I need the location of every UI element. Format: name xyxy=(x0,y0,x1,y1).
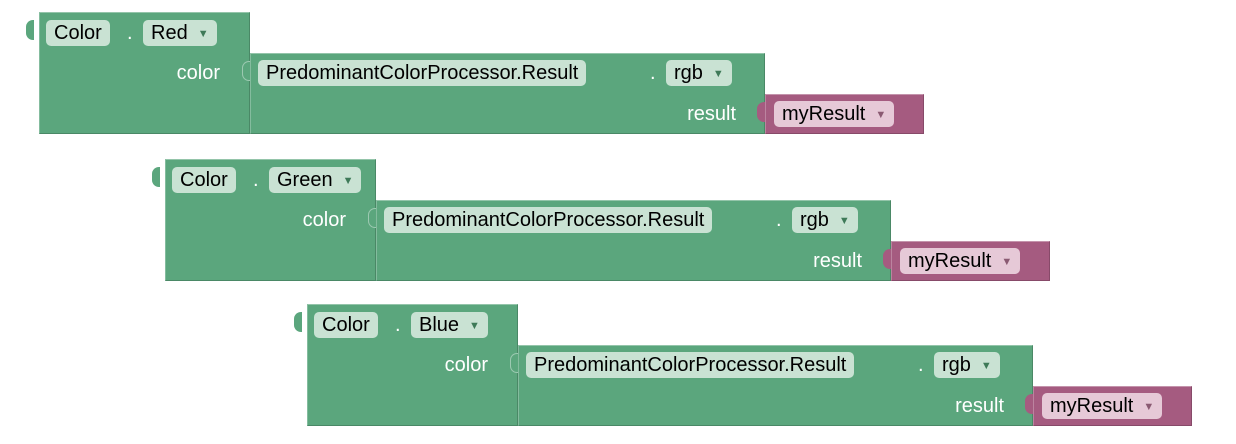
getter-separator: . xyxy=(918,354,924,376)
getter-property-label: rgb xyxy=(942,354,971,376)
getter-component-label: PredominantColorProcessor.Result xyxy=(534,354,847,376)
getter-property-dropdown[interactable]: rgb ▼ xyxy=(792,207,858,233)
getter-component-dropdown[interactable]: PredominantColorProcessor.Result xyxy=(384,207,713,233)
value-input-connector xyxy=(242,61,250,81)
variable-label: myResult xyxy=(1050,395,1134,417)
previous-connector xyxy=(152,167,160,187)
variable-label: myResult xyxy=(782,103,866,125)
color-green-setter-block[interactable]: Color . Green ▼ color PredominantColorPro… xyxy=(152,159,1072,284)
property-dropdown[interactable]: Green ▼ xyxy=(269,167,362,193)
property-separator: . xyxy=(253,169,259,191)
value-input-connector xyxy=(368,208,376,228)
chevron-down-icon: ▼ xyxy=(875,109,887,121)
component-label: Color xyxy=(54,22,102,44)
property-separator: . xyxy=(395,314,401,336)
property-label: Green xyxy=(277,169,333,191)
getter-property-label: rgb xyxy=(674,62,703,84)
chevron-down-icon: ▼ xyxy=(469,320,480,332)
component-dropdown[interactable]: Color xyxy=(172,167,236,193)
variable-dropdown[interactable]: myResult ▼ xyxy=(900,248,1021,274)
chevron-down-icon: ▼ xyxy=(1001,256,1013,268)
color-blue-setter-block[interactable]: Color . Blue ▼ color PredominantColorProc… xyxy=(294,304,1214,429)
input-label-color: color xyxy=(176,62,220,84)
getter-component-dropdown[interactable]: PredominantColorProcessor.Result xyxy=(526,352,855,378)
param-label-result: result xyxy=(813,250,862,272)
previous-connector xyxy=(294,312,302,332)
property-label: Blue xyxy=(419,314,460,336)
getter-property-dropdown[interactable]: rgb ▼ xyxy=(666,60,732,86)
param-label-result: result xyxy=(955,395,1004,417)
previous-connector xyxy=(26,20,34,40)
value-input-connector xyxy=(510,353,518,373)
chevron-down-icon: ▼ xyxy=(980,360,992,372)
variable-input-connector xyxy=(757,102,765,122)
component-dropdown[interactable]: Color xyxy=(314,312,378,338)
chevron-down-icon: ▼ xyxy=(712,68,724,80)
variable-input-connector xyxy=(883,249,891,269)
getter-separator: . xyxy=(650,62,656,84)
getter-component-dropdown[interactable]: PredominantColorProcessor.Result xyxy=(258,60,587,86)
variable-dropdown[interactable]: myResult ▼ xyxy=(774,101,895,127)
color-red-setter-block[interactable]: Color . Red ▼ color PredominantColorProce… xyxy=(26,12,946,137)
property-dropdown[interactable]: Blue ▼ xyxy=(411,312,488,338)
component-label: Color xyxy=(180,169,228,191)
component-dropdown[interactable]: Color xyxy=(46,20,110,46)
property-dropdown[interactable]: Red ▼ xyxy=(143,20,217,46)
input-label-color: color xyxy=(444,354,488,376)
property-label: Red xyxy=(151,22,188,44)
getter-component-label: PredominantColorProcessor.Result xyxy=(266,62,579,84)
getter-separator: . xyxy=(776,209,782,231)
getter-component-label: PredominantColorProcessor.Result xyxy=(392,209,705,231)
variable-input-connector xyxy=(1025,394,1033,414)
variable-dropdown[interactable]: myResult ▼ xyxy=(1042,393,1163,419)
getter-property-dropdown[interactable]: rgb ▼ xyxy=(934,352,1000,378)
chevron-down-icon: ▼ xyxy=(838,215,850,227)
getter-property-label: rgb xyxy=(800,209,829,231)
variable-label: myResult xyxy=(908,250,992,272)
chevron-down-icon: ▼ xyxy=(1143,401,1155,413)
chevron-down-icon: ▼ xyxy=(197,28,209,40)
chevron-down-icon: ▼ xyxy=(342,175,354,187)
component-label: Color xyxy=(322,314,370,336)
input-label-color: color xyxy=(302,209,346,231)
param-label-result: result xyxy=(687,103,736,125)
property-separator: . xyxy=(127,22,133,44)
